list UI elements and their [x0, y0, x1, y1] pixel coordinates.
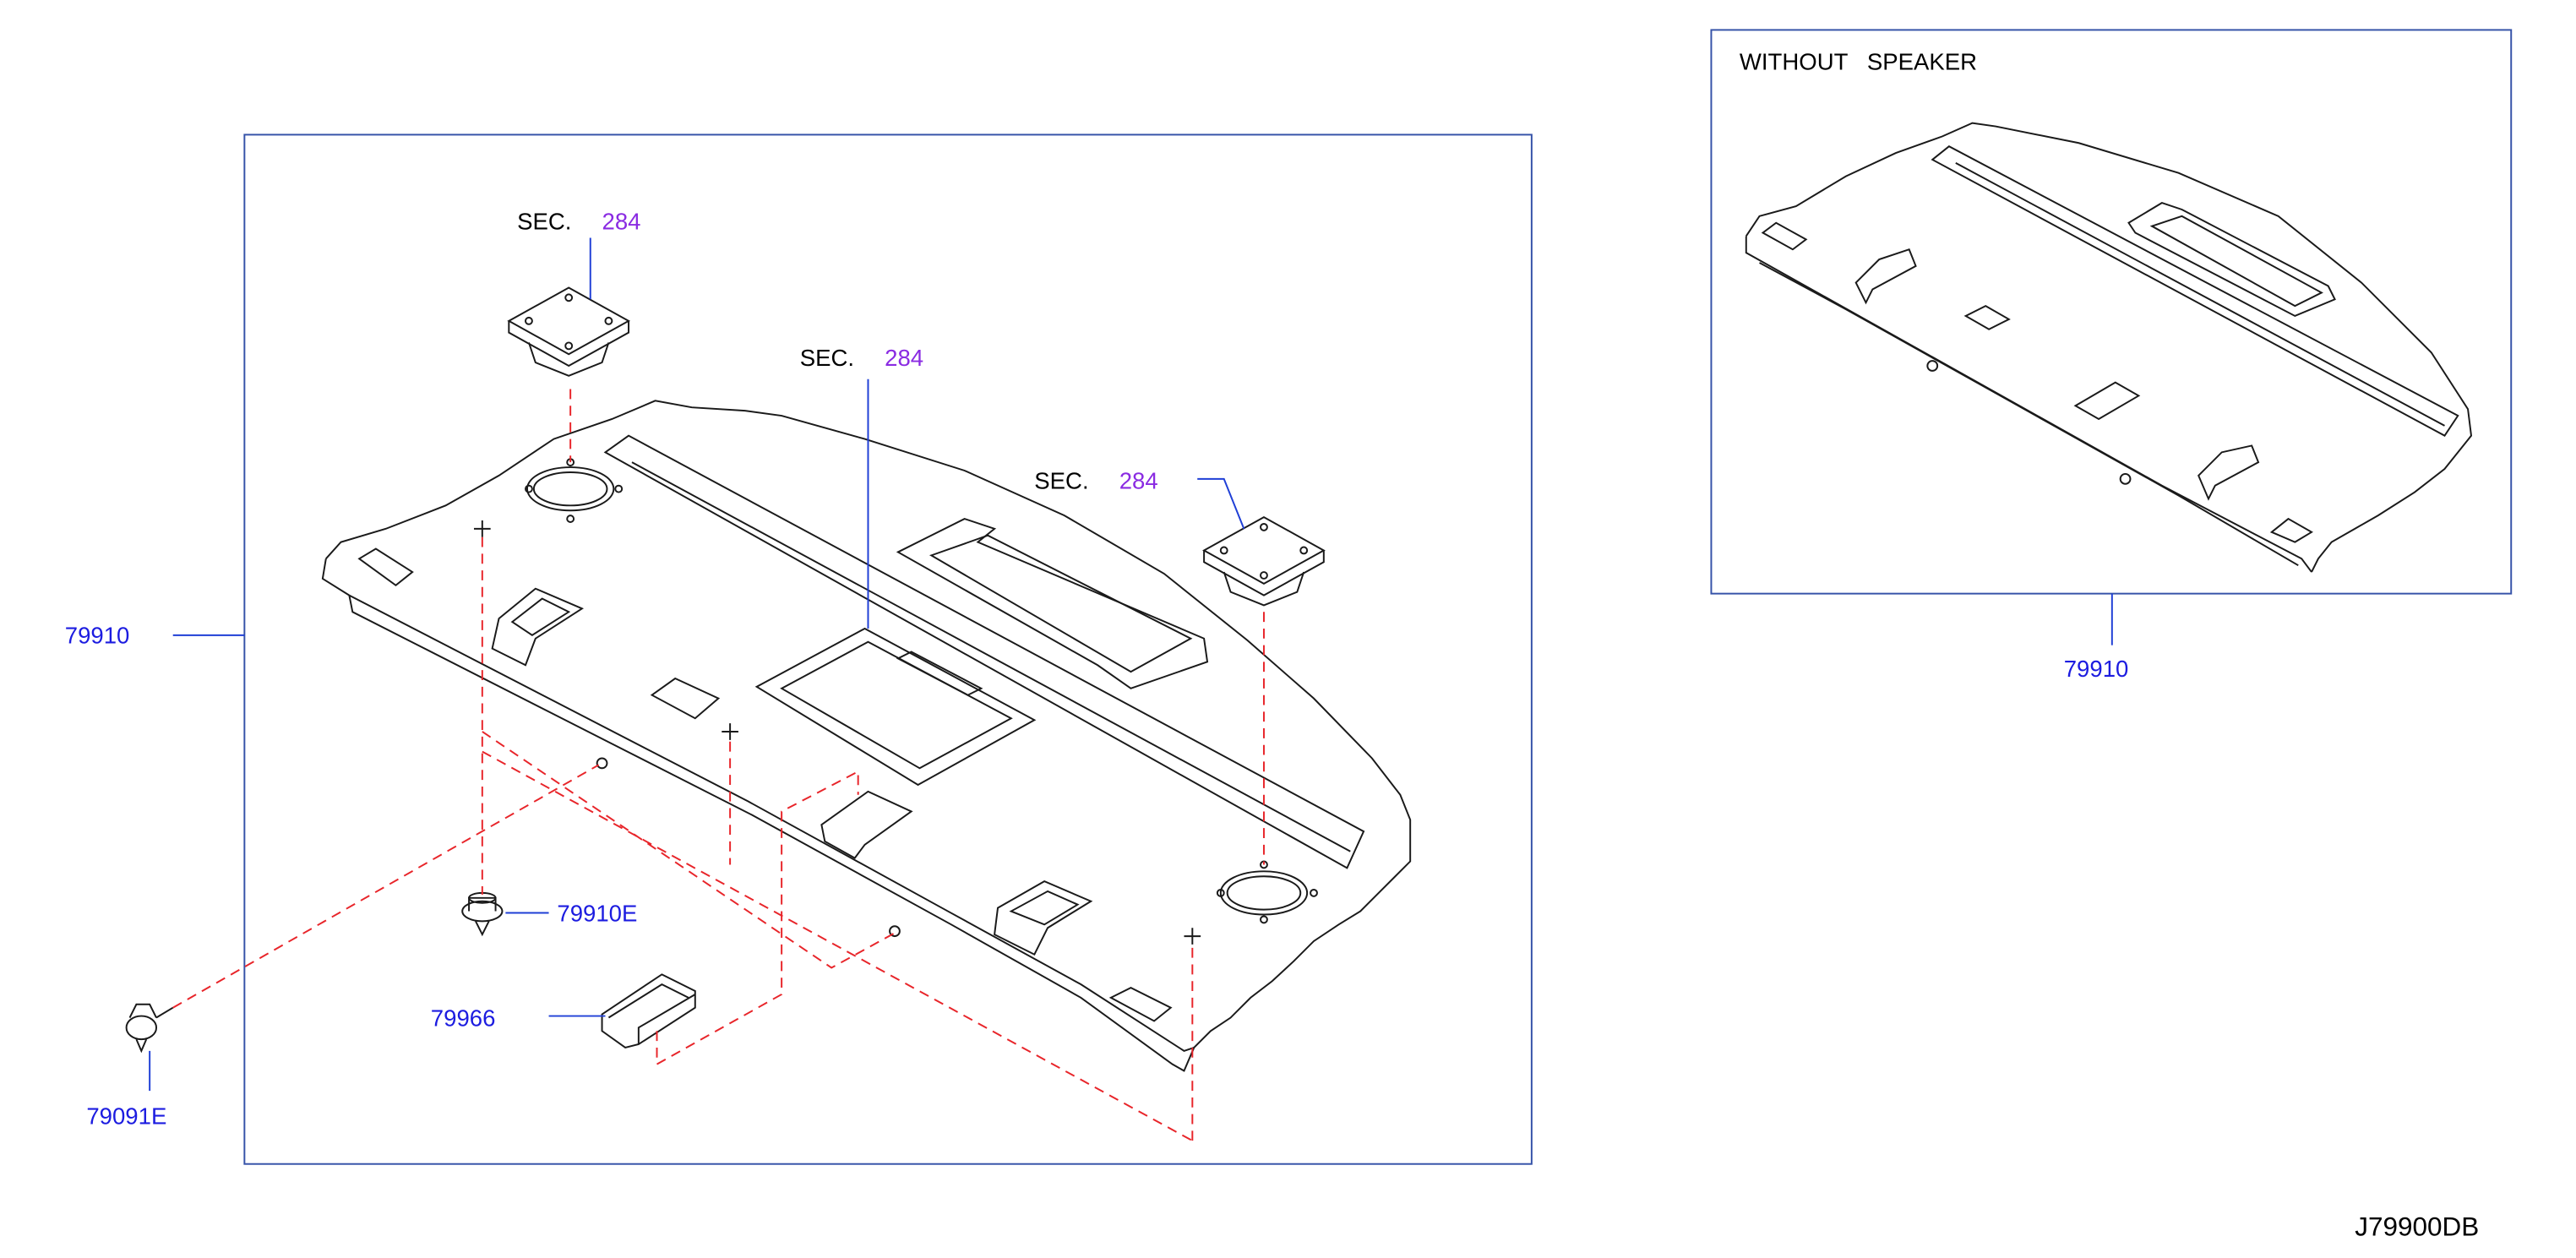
part-label-fastener: 79091E	[86, 1103, 166, 1129]
assembly-lines	[172, 389, 1265, 1142]
part-label-inset-shelf: 79910	[2064, 656, 2129, 682]
sec-number-center[interactable]: 284	[885, 345, 923, 371]
speaker-mount-icon	[1202, 515, 1326, 607]
diagram-code: J79900DB	[2355, 1211, 2479, 1241]
rear-parcel-shelf	[321, 400, 1412, 1072]
part-label-main-shelf: 79910	[65, 623, 130, 649]
clip-icon	[461, 891, 504, 937]
inset-parcel-shelf	[1745, 122, 2473, 573]
sec-number-left[interactable]: 284	[602, 209, 641, 235]
sec-number-right[interactable]: 284	[1119, 468, 1158, 494]
sec-prefix-right: SEC.	[1034, 468, 1088, 494]
part-label-cover: 79966	[431, 1005, 496, 1031]
main-frame	[243, 133, 1533, 1165]
part-label-clip: 79910E	[557, 900, 637, 926]
leader-lines	[149, 237, 1245, 1092]
speaker-mount-icon	[507, 286, 631, 377]
sec-prefix-left: SEC.	[517, 209, 571, 235]
fastener-icon	[125, 1003, 174, 1054]
inset-title: WITHOUT SPEAKER	[1740, 49, 1977, 75]
sec-prefix-center: SEC.	[800, 345, 854, 371]
cover-icon	[601, 973, 696, 1049]
